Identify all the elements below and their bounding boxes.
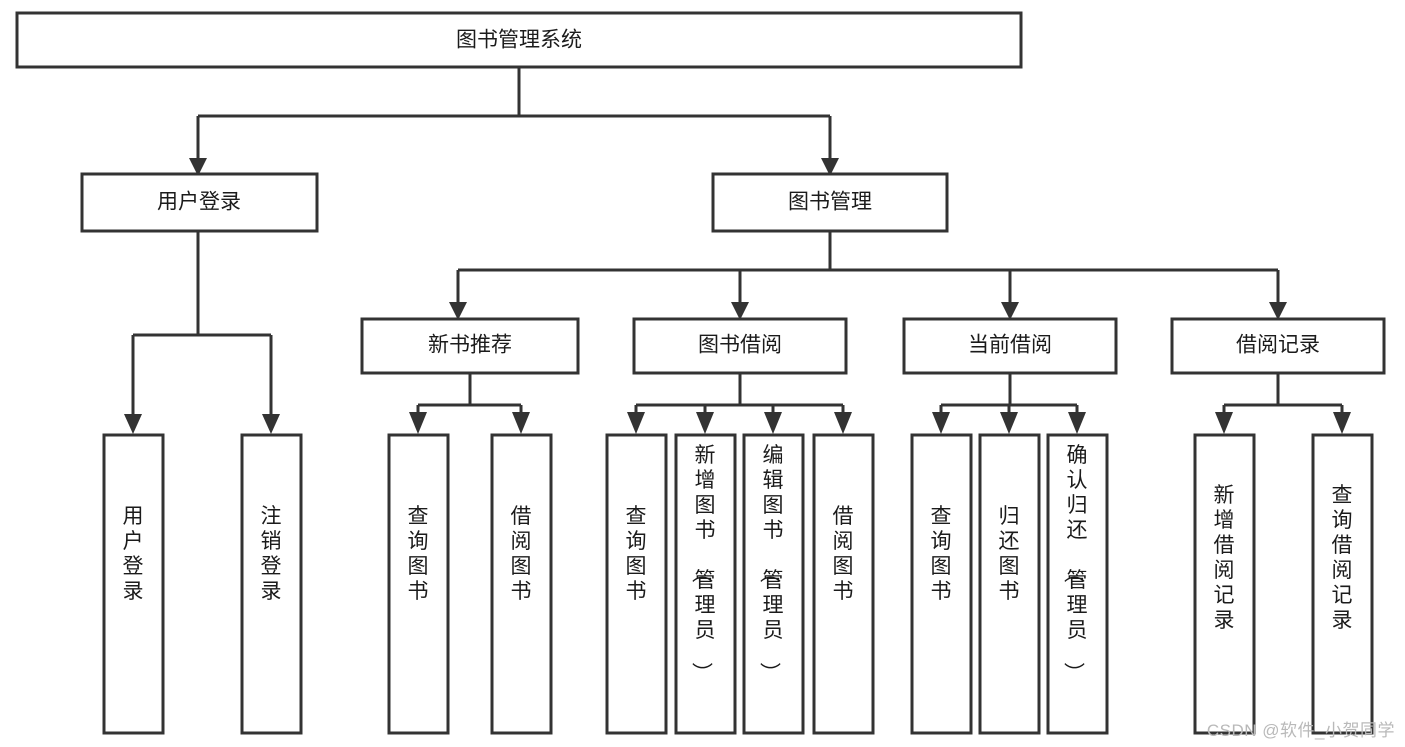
node-new-book-recommend-label: 新书推荐 xyxy=(428,334,512,357)
node-leaf-query-record-box[interactable] xyxy=(1311,433,1374,735)
node-leaf-borrow-book-a-box[interactable] xyxy=(490,433,553,735)
node-leaf-return-book-label: 归还图书 xyxy=(999,505,1020,603)
node-leaf-return-book-box[interactable] xyxy=(978,433,1041,735)
arrow-head-user-login xyxy=(189,158,207,176)
node-current-borrow[interactable]: 当前借阅 xyxy=(902,317,1118,375)
node-leaf-user-login-box[interactable] xyxy=(102,433,165,735)
arrow-head-leaf-query-record xyxy=(1333,412,1351,434)
node-leaf-query-record[interactable]: 查询借阅记录 xyxy=(1311,433,1374,735)
connector-group-root xyxy=(189,68,839,176)
node-new-book-recommend-box[interactable] xyxy=(360,317,580,375)
connector-group-borrow-record xyxy=(1215,374,1351,434)
node-book-borrow-box[interactable] xyxy=(632,317,848,375)
node-leaf-logout-box[interactable] xyxy=(240,433,303,735)
arrow-head-leaf-edit-book xyxy=(764,412,782,434)
node-leaf-edit-book-box[interactable] xyxy=(742,433,805,735)
node-leaf-add-record-label: 新增借阅记录 xyxy=(1214,484,1235,632)
node-leaf-borrow-book-b[interactable]: 借阅图书 xyxy=(812,433,875,735)
node-leaf-query-book-a-label: 查询图书 xyxy=(408,505,429,603)
node-leaf-borrow-book-b-box[interactable] xyxy=(812,433,875,735)
node-leaf-query-book-b-label: 查询图书 xyxy=(626,505,647,603)
node-leaf-query-book-a-box[interactable] xyxy=(387,433,450,735)
node-user-login[interactable]: 用户登录 xyxy=(80,172,319,233)
node-current-borrow-box[interactable] xyxy=(902,317,1118,375)
node-leaf-confirm-return-box[interactable] xyxy=(1046,433,1109,735)
node-leaf-query-book-a[interactable]: 查询图书 xyxy=(387,433,450,735)
connector-group-user-login xyxy=(124,232,280,434)
arrow-head-leaf-logout xyxy=(262,414,280,434)
node-leaf-add-record[interactable]: 新增借阅记录 xyxy=(1193,433,1256,735)
node-book-management-label: 图书管理 xyxy=(788,191,872,214)
node-user-login-box[interactable] xyxy=(80,172,319,233)
node-leaf-logout[interactable]: 注销登录 xyxy=(240,433,303,735)
node-root-label: 图书管理系统 xyxy=(456,29,582,52)
node-leaf-confirm-return[interactable]: 确认归还（管理员） xyxy=(1046,433,1109,735)
node-borrow-record[interactable]: 借阅记录 xyxy=(1170,317,1386,375)
node-leaf-borrow-book-a-label: 借阅图书 xyxy=(511,505,532,603)
node-book-borrow-label: 图书借阅 xyxy=(698,334,782,357)
node-leaf-query-book-c-box[interactable] xyxy=(910,433,973,735)
arrow-head-new-book-rec xyxy=(449,302,467,320)
node-leaf-borrow-book-b-label: 借阅图书 xyxy=(833,505,854,603)
node-root[interactable]: 图书管理系统 xyxy=(15,11,1023,69)
arrow-head-leaf-borrow-book-a xyxy=(512,412,530,434)
node-leaf-confirm-return-label: 确认归还（管理员） xyxy=(1062,444,1088,683)
arrow-head-leaf-borrow-book-b xyxy=(834,412,852,434)
arrow-head-leaf-return-book xyxy=(1000,412,1018,434)
node-leaf-query-book-c-label: 查询图书 xyxy=(931,505,952,603)
node-borrow-record-label: 借阅记录 xyxy=(1236,334,1320,357)
arrow-head-leaf-add-record xyxy=(1215,412,1233,434)
node-book-management-box[interactable] xyxy=(711,172,949,233)
node-leaf-add-book-label: 新增图书（管理员） xyxy=(690,444,716,683)
node-leaf-user-login[interactable]: 用户登录 xyxy=(102,433,165,735)
node-leaf-query-book-b-box[interactable] xyxy=(605,433,668,735)
arrow-head-leaf-query-book-c xyxy=(932,412,950,434)
node-borrow-record-box[interactable] xyxy=(1170,317,1386,375)
node-leaf-add-record-box[interactable] xyxy=(1193,433,1256,735)
arrow-head-book-management xyxy=(821,158,839,176)
node-leaf-add-book[interactable]: 新增图书（管理员） xyxy=(674,433,737,735)
arrow-head-current-borrow xyxy=(1001,302,1019,320)
arrow-head-leaf-confirm-return xyxy=(1068,412,1086,434)
connector-group-current-borrow xyxy=(932,374,1086,434)
arrow-head-leaf-user-login xyxy=(124,414,142,434)
connector-group-new-book-rec xyxy=(409,374,530,434)
node-book-management[interactable]: 图书管理 xyxy=(711,172,949,233)
node-leaf-borrow-book-a[interactable]: 借阅图书 xyxy=(490,433,553,735)
node-root-box[interactable] xyxy=(15,11,1023,69)
node-leaf-query-book-b[interactable]: 查询图书 xyxy=(605,433,668,735)
node-leaf-add-book-box[interactable] xyxy=(674,433,737,735)
node-leaf-query-book-c[interactable]: 查询图书 xyxy=(910,433,973,735)
node-leaf-user-login-label: 用户登录 xyxy=(123,505,144,603)
node-leaf-edit-book-label: 编辑图书（管理员） xyxy=(758,444,784,683)
node-current-borrow-label: 当前借阅 xyxy=(968,334,1052,357)
node-leaf-logout-label: 注销登录 xyxy=(261,505,282,603)
arrow-head-borrow-record xyxy=(1269,302,1287,320)
node-new-book-recommend[interactable]: 新书推荐 xyxy=(360,317,580,375)
arrow-head-leaf-query-book-b xyxy=(627,412,645,434)
connector-group-book-borrow xyxy=(627,374,852,434)
node-leaf-return-book[interactable]: 归还图书 xyxy=(978,433,1041,735)
node-user-login-label: 用户登录 xyxy=(157,191,241,214)
arrow-head-leaf-query-book-a xyxy=(409,412,427,434)
connector-group-book-management xyxy=(449,232,1287,320)
arrow-head-book-borrow xyxy=(731,302,749,320)
node-book-borrow[interactable]: 图书借阅 xyxy=(632,317,848,375)
node-leaf-query-record-label: 查询借阅记录 xyxy=(1332,484,1353,632)
arrow-head-leaf-add-book xyxy=(696,412,714,434)
node-leaf-edit-book[interactable]: 编辑图书（管理员） xyxy=(742,433,805,735)
